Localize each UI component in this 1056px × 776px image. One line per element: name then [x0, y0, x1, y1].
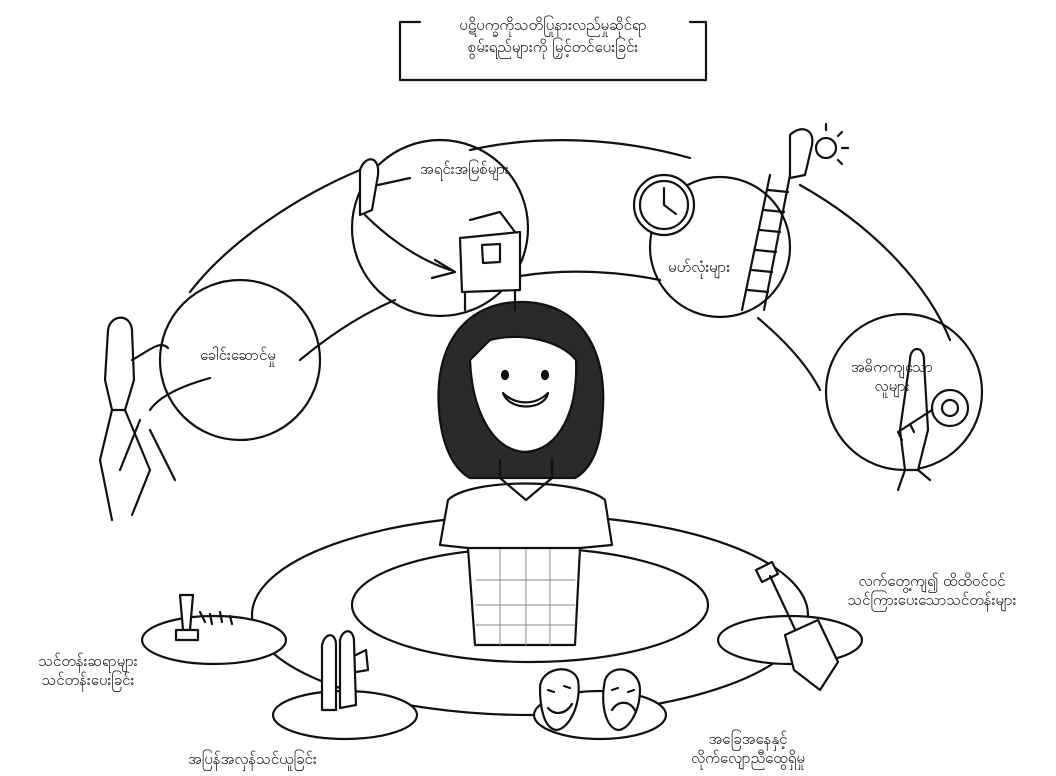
milestones-label: မဟ်လုံးများ [668, 258, 730, 277]
leadership-label: ခေါင်းဆောင်မှု [200, 346, 276, 365]
page-title: ပဋိပက္ခကိုသတိပြုနားလည်မှုဆိုင်ရာ စွမ်းရည… [398, 14, 708, 58]
upper-arc-top [470, 140, 690, 158]
key-persons-label-line-2: လူများ [842, 377, 942, 396]
trainers-label-line-2: သင်တန်းပေးခြင်း [4, 671, 172, 690]
trainers-label-line-1: သင်တန်းဆရာများ [4, 652, 172, 671]
practical-trainings-label: လက်တွေ့ကျ၍ ထိထိဝင်ဝင် သင်ကြားပေးသောသင်တန… [812, 572, 1052, 610]
context-label-line-1: အခြေအနေနှင့် [648, 730, 848, 749]
inner-arc-top [520, 272, 660, 280]
woman-figure [438, 302, 612, 645]
trainers-label: သင်တန်းဆရာများ သင်တန်းပေးခြင်း [4, 652, 172, 690]
upper-arc-left [190, 170, 360, 292]
resources-illustration [360, 159, 520, 310]
title-box: ပဋိပက္ခကိုသတိပြုနားလည်မှုဆိုင်ရာ စွမ်းရည… [398, 6, 708, 82]
practical-trainings-label-line-2: သင်ကြားပေးသောသင်တန်းများ [812, 591, 1052, 610]
context-label-line-2: လိုက်လျောညီထွေရှိမှု [648, 749, 848, 768]
title-line-1: ပဋိပက္ခကိုသတိပြုနားလည်မှုဆိုင်ရာ [398, 14, 708, 36]
leadership-figures [100, 318, 210, 520]
context-label: အခြေအနေနှင့် လိုက်လျောညီထွေရှိမှု [648, 730, 848, 768]
reflection-label: အပြန်အလှန်သင်ယူခြင်း [188, 750, 317, 769]
inner-arc-right [758, 318, 820, 390]
resources-label: အရင်းအမြစ်များ [420, 160, 509, 179]
title-line-2: စွမ်းရည်များကို မြှင့်တင်ပေးခြင်း [398, 36, 708, 58]
key-persons-label-line-1: အဓိကကျသော [842, 358, 942, 377]
key-persons-label: အဓိကကျသော လူများ [842, 358, 942, 396]
practical-trainings-label-line-1: လက်တွေ့ကျ၍ ထိထိဝင်ဝင် [812, 572, 1052, 591]
